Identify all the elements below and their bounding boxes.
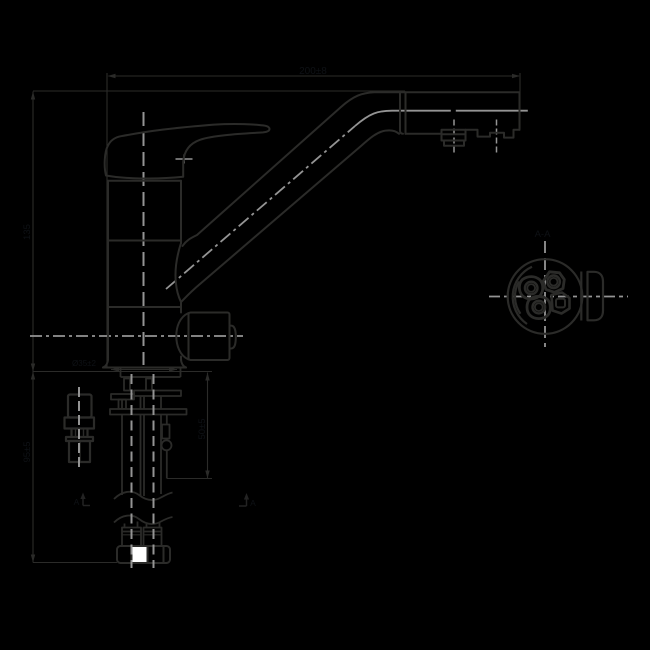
svg-text:A: A	[250, 498, 256, 508]
svg-text:A-A: A-A	[535, 229, 552, 240]
svg-text:A: A	[74, 497, 80, 507]
svg-text:50±5: 50±5	[197, 418, 208, 439]
svg-text:135: 135	[22, 224, 33, 240]
svg-text:95±5: 95±5	[22, 441, 33, 462]
svg-text:200±8: 200±8	[299, 66, 327, 77]
svg-text:Ø35±2: Ø35±2	[72, 359, 97, 368]
